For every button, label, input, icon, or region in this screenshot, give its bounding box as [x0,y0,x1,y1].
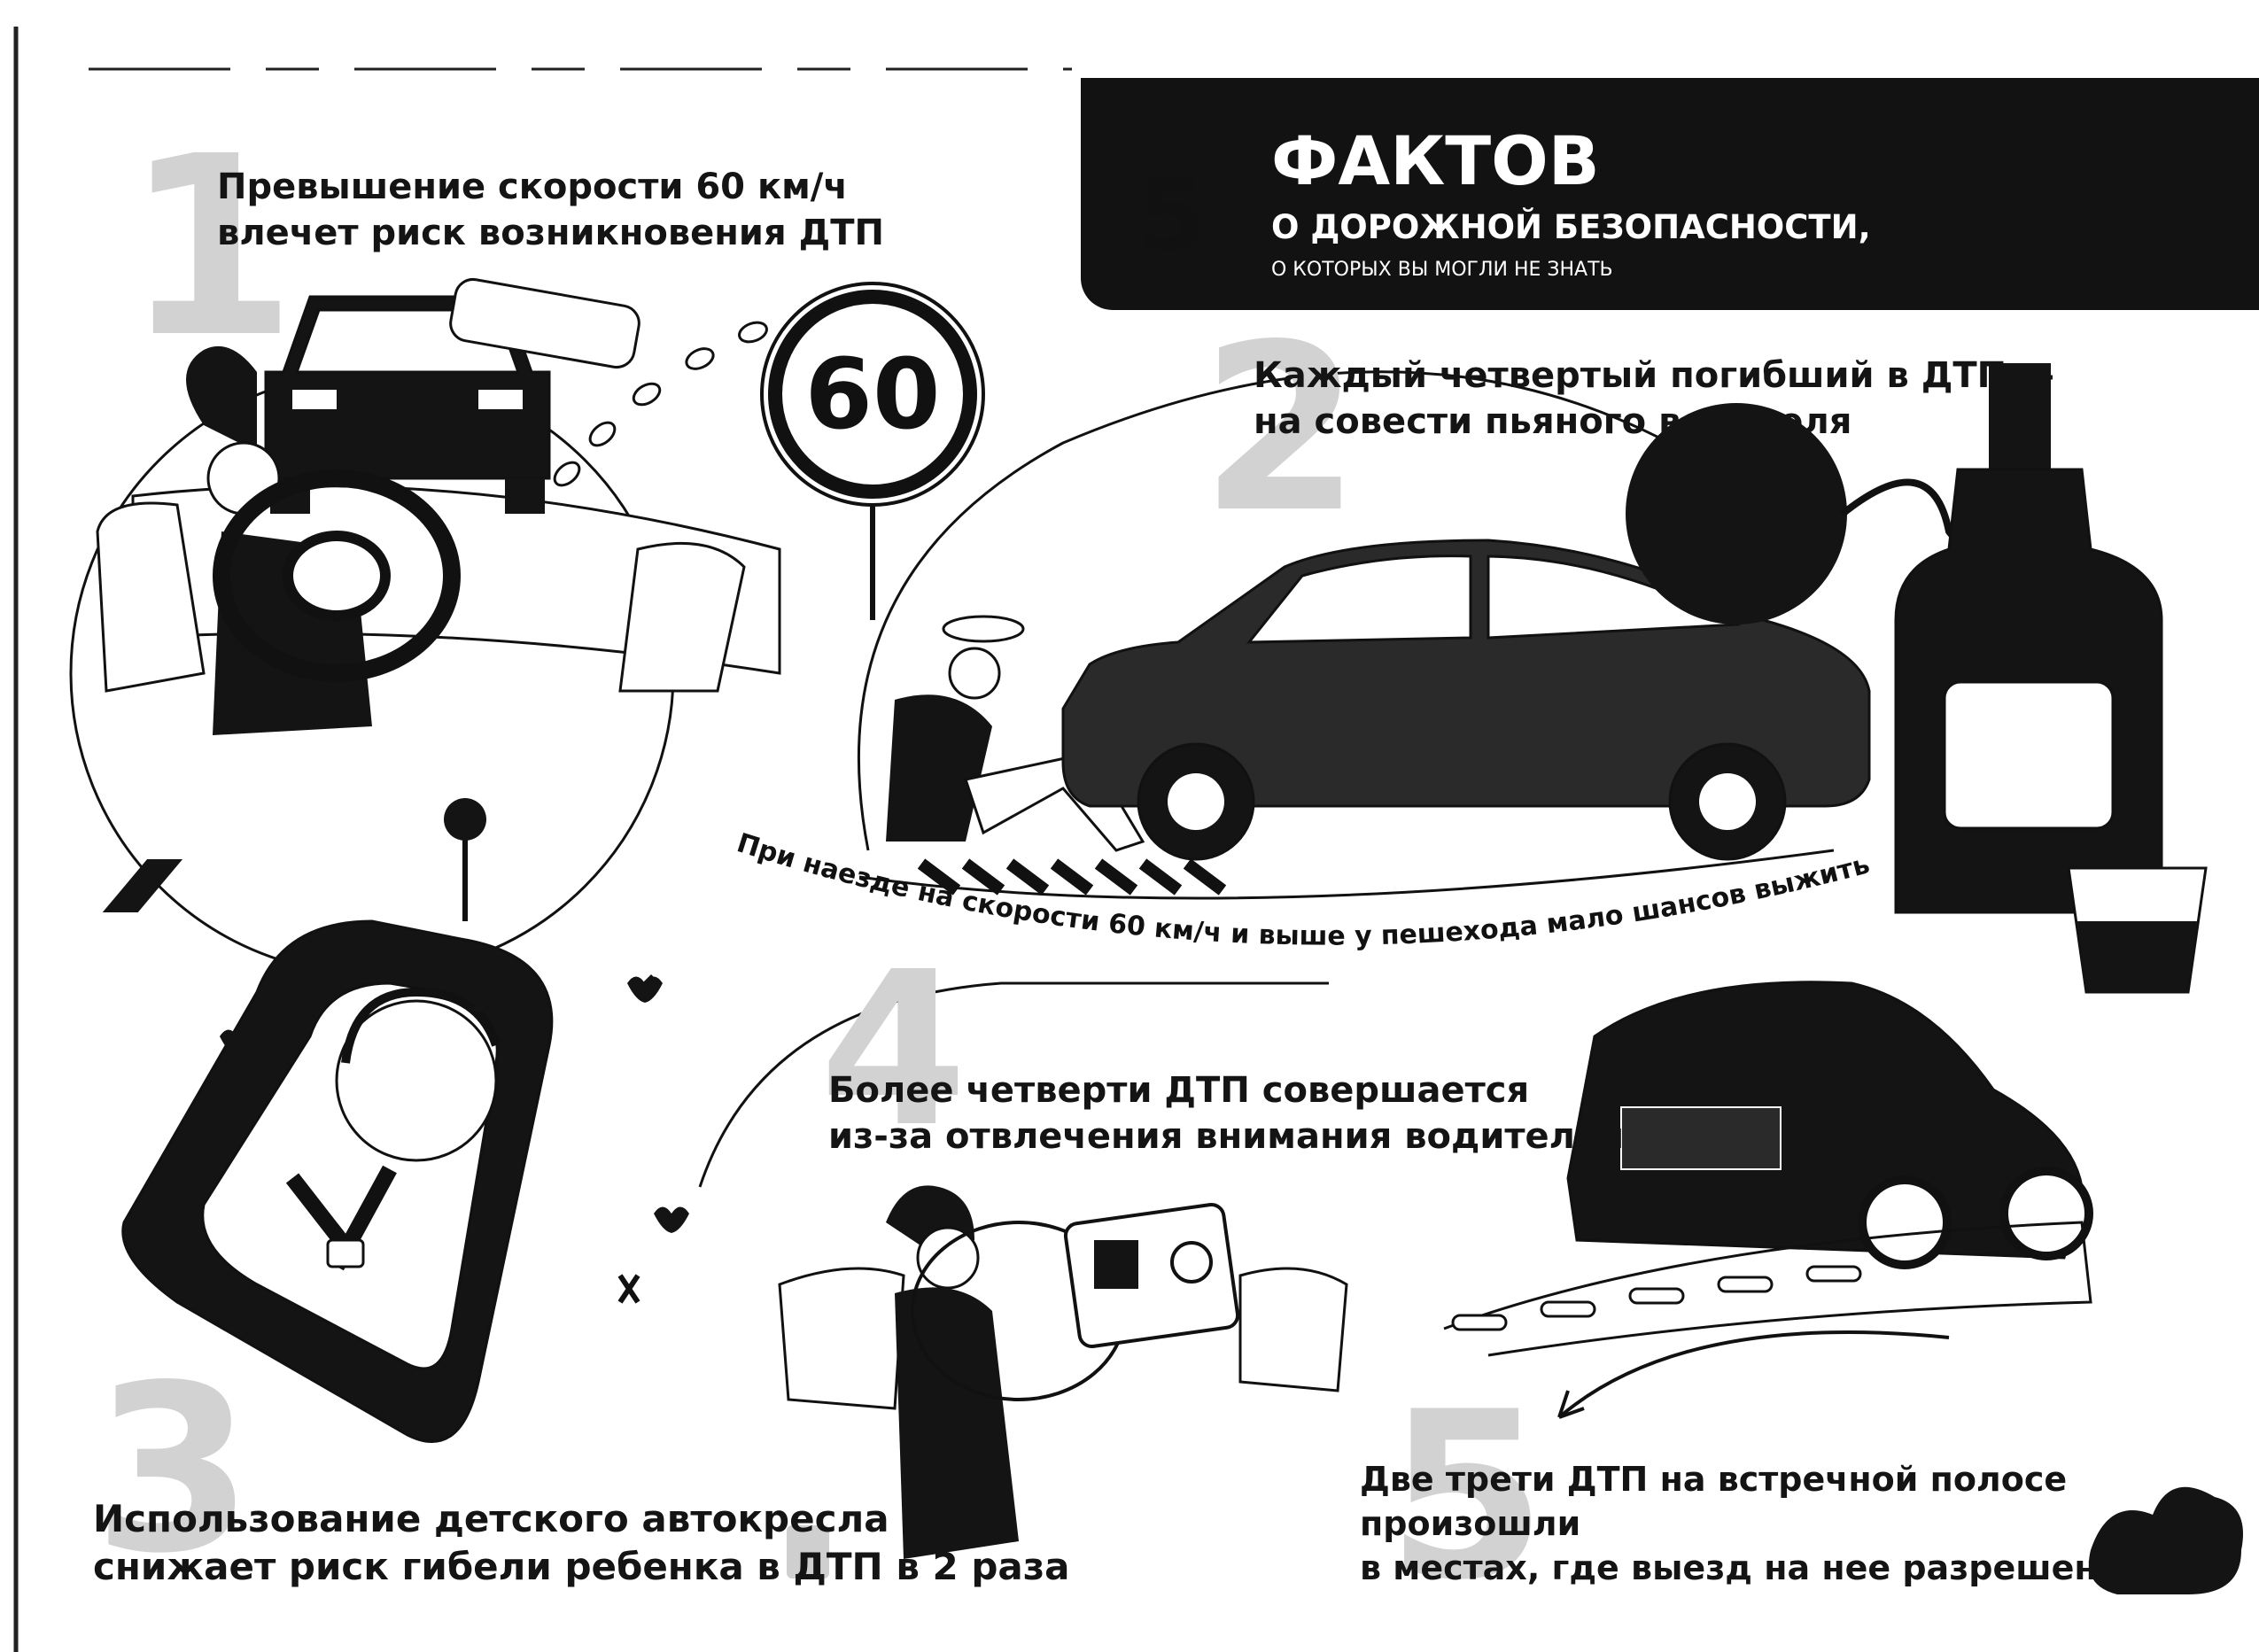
passenger-seat [618,541,746,693]
fact-3-number: 3 [93,1337,253,1604]
passenger-seat-2 [1238,1267,1348,1392]
curved-caption: При наезде на скорости 60 км/ч и выше у … [734,827,1874,951]
bush-icon [2089,1486,2243,1594]
contact-photo [1094,1240,1138,1289]
fact-4-text: Более четверти ДТП совершается из-за отв… [828,1067,1624,1160]
curved-caption-text: При наезде на скорости 60 км/ч и выше у … [734,827,1874,951]
drunk-driving-illustration [102,363,2208,994]
fact-4-line-2: из-за отвлечения внимания водителей [828,1116,1625,1157]
two-times-highlight [787,1525,829,1578]
phone-call-icon [1170,1241,1213,1284]
child-head [335,999,498,1162]
fact-4-line-1: Более четверти ДТП совершается [828,1070,1530,1111]
fact-3-line-2: снижает риск гибели ребенка в ДТП в 2 ра… [93,1545,1070,1588]
crosswalk [102,859,183,912]
header-band [1081,78,2259,310]
header-number: 5 [1137,159,1207,272]
fact-5-line-2: в местах, где выезд на нее разрешен [1360,1548,2098,1587]
driver-hair [186,345,257,452]
heart-icon [654,1206,689,1233]
fact-2-number: 2 [1200,296,1361,563]
fact-2-line-1: Каждый четвертый погибший в ДТП — [1254,355,2055,396]
bottle-icon [1894,363,2163,914]
fact-5-line-1: Две трети ДТП на встречной полосе произо… [1360,1460,2068,1543]
fact-2-line-2: на совести пьяного водителя [1254,401,1852,442]
pedestrian-body [886,694,992,842]
driver-speeding-illustration [69,277,781,976]
fact-1-line-1: Превышение скорости 60 км/ч [217,167,848,207]
steering-wheel [213,469,461,682]
fact-1-text: Превышение скорости 60 км/ч влечет риск … [217,164,884,256]
fact-3-text: Использование детского автокресла снижае… [93,1495,1070,1591]
fact-2-text: Каждый четвертый погибший в ДТП — на сов… [1254,353,2054,445]
fact-5-number: 5 [1386,1363,1547,1631]
dark-bubble [1626,403,1847,624]
fact-4-number: 4 [819,926,967,1174]
fact-1-number: 1 [124,104,297,392]
distracted-driver-illustration [698,981,1348,1559]
child-seat-illustration [121,919,689,1443]
sparkle-icon [617,1274,640,1304]
heart-icon [627,976,663,1003]
oncoming-lane-illustration [1443,981,2243,1594]
driver-seat [96,501,206,693]
speed-limit-sign [760,282,985,620]
header-subtitle: О ДОРОЖНОЙ БЕЗОПАСНОСТИ, [1271,208,1871,246]
fact-1-line-2: влечет риск возникновения ДТП [217,213,884,253]
fact-5-text: Две трети ДТП на встречной полосе произо… [1360,1457,2259,1590]
header-title: ФАКТОВ [1271,121,1600,200]
driver-seat-2 [778,1267,905,1410]
glass-icon [2067,866,2208,994]
dashboard-screen [1063,1202,1240,1349]
hair-bow [470,983,523,1019]
header-caption: О КОТОРЫХ ВЫ МОГЛИ НЕ ЗНАТЬ [1271,259,1613,281]
seatbelt-buckle [326,1238,365,1268]
heart-icon [220,1029,255,1056]
dark-sedan [1061,539,1871,861]
fact-3-line-1: Использование детского автокресла [93,1497,889,1540]
speed-sign-value: 60 [804,337,941,451]
